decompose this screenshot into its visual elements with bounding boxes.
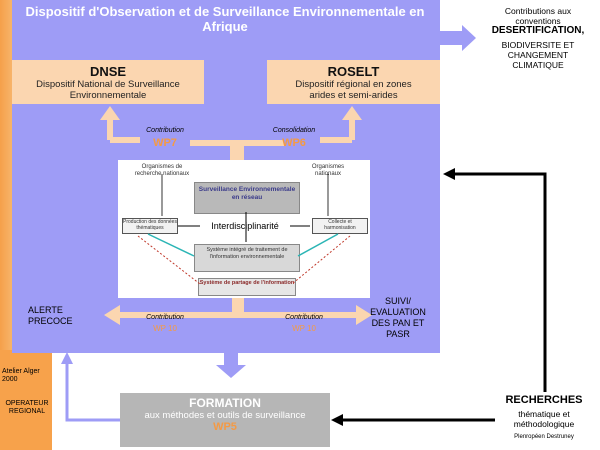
formation-title: FORMATION <box>189 396 261 410</box>
dnse-subtitle: Dispositif National de Surveillance Envi… <box>36 79 180 101</box>
formation-arrow-stem <box>224 353 238 365</box>
recherches-credit: Plenropéen Destruney <box>514 434 574 440</box>
alerte-arrow-head <box>104 305 120 325</box>
wp6-label: Consolidation <box>272 127 316 134</box>
formation-arrow-head <box>216 365 246 378</box>
dnse-arrow-head <box>100 106 120 120</box>
roselt-subtitle: Dispositif régional en zones arides et s… <box>295 79 412 101</box>
conventions-arrow <box>440 25 476 51</box>
recherches-formation-head <box>331 414 343 426</box>
dg-center-title: Surveillance Environnementale en réseau <box>198 186 296 201</box>
wp7-label: Contribution <box>146 127 184 134</box>
dg-bottom-label: Système de partage de l'information <box>199 280 295 286</box>
recherches-title: RECHERCHES <box>505 394 583 406</box>
dg-right-box: Collecte et harmonisation <box>312 218 368 234</box>
bottom-t-stem <box>232 298 244 312</box>
operateur-label: OPERATEUR REGIONAL <box>5 400 49 415</box>
formation-subtitle: aux méthodes et outils de surveillance <box>144 410 306 421</box>
roselt-box: ROSELT Dispositif régional en zones arid… <box>267 60 440 104</box>
suivi-arrow-head <box>356 305 372 325</box>
main-title: Dispositif d'Observation et de Surveilla… <box>25 4 425 34</box>
orange-foot-block <box>0 350 52 450</box>
roselt-title: ROSELT <box>327 64 380 79</box>
dg-interdisciplinarity: Interdisciplinarité <box>211 221 279 231</box>
wp10-left-code: WP 10 <box>153 324 177 333</box>
dg-left-box: Production des données thématiques <box>122 218 178 234</box>
recherches-line <box>455 172 547 392</box>
formation-up-head <box>61 352 73 364</box>
dg-left-label: Production des données thématiques <box>123 219 177 231</box>
roselt-arrow-head <box>342 106 362 120</box>
wp10-right-code: WP 10 <box>292 324 316 333</box>
dg-middle-label: Système intégré de traitement de l'infor… <box>206 247 288 260</box>
bottom-t-bar <box>120 312 356 318</box>
dg-arrows <box>137 174 351 285</box>
alerte-label: ALERTE PRECOCE <box>28 305 73 326</box>
orange-side-strip <box>0 0 12 450</box>
recherches-subtitle: thématique et méthodologique <box>513 409 575 429</box>
conventions-line2: DESERTIFICATION, <box>491 25 585 36</box>
dnse-title: DNSE <box>89 64 127 79</box>
formation-box: FORMATION aux méthodes et outils de surv… <box>120 393 330 447</box>
dg-bottom-box: Système de partage de l'information <box>198 278 296 296</box>
wp6-code: WP6 <box>282 137 306 149</box>
formation-code: WP5 <box>213 421 237 433</box>
wp7-code: WP7 <box>153 137 177 149</box>
dg-center-box: Surveillance Environnementale en réseau <box>194 182 300 214</box>
wp10-right-label: Contribution <box>285 314 323 321</box>
dg-right-label: Collecte et harmonisation <box>324 219 356 231</box>
dnse-box: DNSE Dispositif National de Surveillance… <box>12 60 204 104</box>
inner-diagram: Organismes de recherche nationaux Organi… <box>118 160 370 298</box>
formation-left-line <box>65 362 120 422</box>
top-t-stem <box>230 142 244 160</box>
conventions-line3: BIODIVERSITE ET CHANGEMENT CLIMATIQUE <box>501 40 575 70</box>
suivi-label: SUIVI/ EVALUATION DES PAN ET PASR <box>370 296 426 339</box>
top-t-bar <box>190 140 284 146</box>
dg-middle-box: Système intégré de traitement de l'infor… <box>194 244 300 272</box>
conventions-line1: Contributions aux conventions <box>504 6 572 26</box>
wp10-left-label: Contribution <box>146 314 184 321</box>
atelier-label: Atelier Alger 2000 <box>2 368 40 383</box>
recherches-arrow-head <box>443 168 455 180</box>
